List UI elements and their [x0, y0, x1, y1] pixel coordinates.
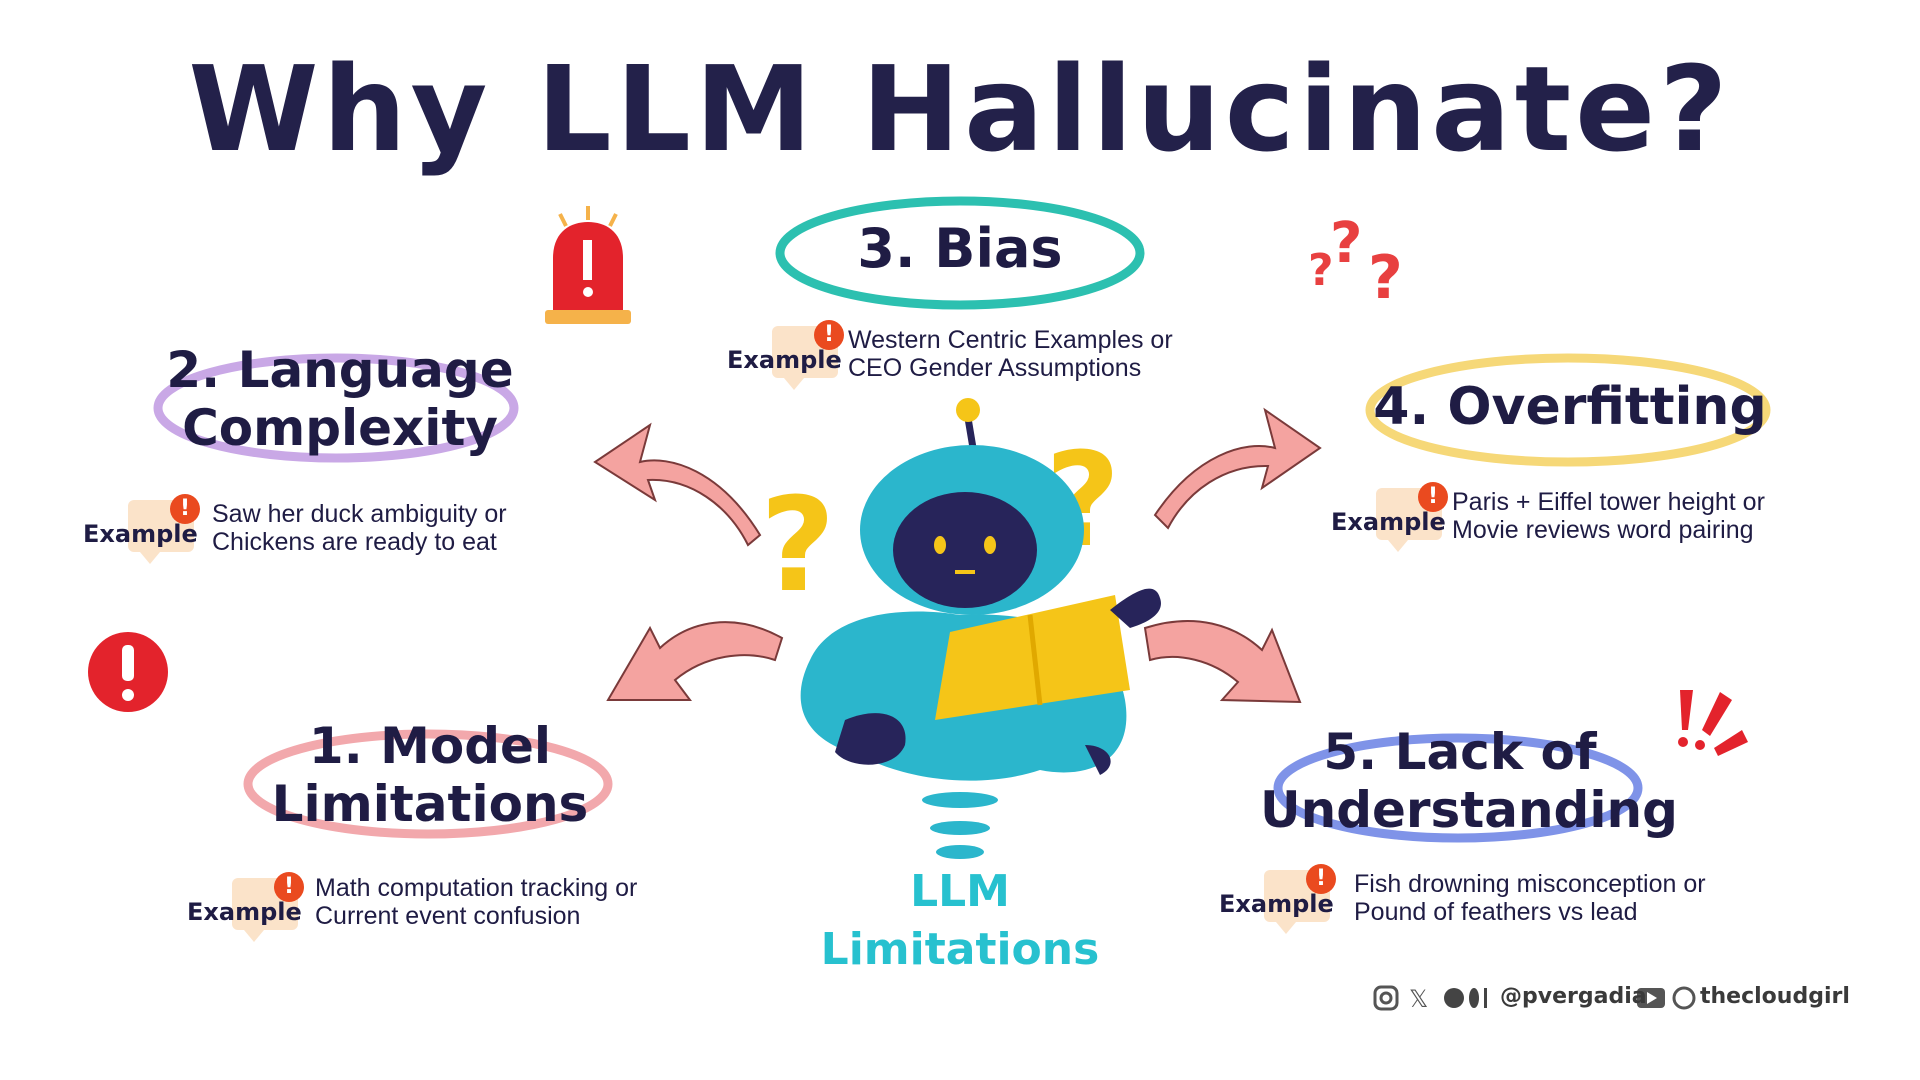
footer-brand: thecloudgirl: [1700, 984, 1850, 1009]
ring-bias: [775, 196, 1145, 310]
alert-icon: !: [274, 872, 304, 902]
heading-overfitting: 4. Overfitting: [1370, 377, 1770, 438]
alert-icon: !: [814, 320, 844, 350]
heading-line: 1. Model: [308, 717, 552, 775]
speech-bubble-tail: [244, 930, 264, 942]
example-line: Chickens are ready to eat: [212, 528, 497, 556]
example-line: Pound of feathers vs lead: [1354, 898, 1638, 926]
example-line: Current event confusion: [315, 902, 581, 930]
speech-bubble-tail: [784, 378, 804, 390]
ring-overfitting: [1365, 353, 1771, 467]
heading-line: Understanding: [1260, 780, 1678, 839]
center-label-line2: Limitations: [820, 924, 1100, 975]
example-text-overfitting: Paris + Eiffel tower height or Movie rev…: [1452, 488, 1765, 544]
heading-bias: 3. Bias: [780, 217, 1140, 280]
example-line: Fish drowning misconception or: [1354, 870, 1706, 898]
example-line: Math computation tracking or: [315, 874, 638, 902]
example-line: Paris + Eiffel tower height or: [1452, 488, 1765, 516]
heading-line: Limitations: [271, 774, 589, 833]
speech-bubble-tail: [1276, 922, 1296, 934]
alert-icon: !: [1306, 864, 1336, 894]
example-label: Example: [727, 346, 842, 374]
alert-icon: !: [1418, 482, 1448, 512]
heading-line: Complexity: [182, 398, 498, 457]
arrow-upper-right: [1153, 407, 1322, 530]
speech-bubble-tail: [1388, 540, 1408, 552]
red-question-marks-icon: ?: [1368, 243, 1403, 313]
heading-line: 3. Bias: [857, 217, 1063, 280]
example-text-language-complexity: Saw her duck ambiguity or Chickens are r…: [212, 500, 507, 556]
ring-lack-of-understanding: [1273, 733, 1643, 843]
footer-handle: @pvergadia: [1500, 984, 1647, 1009]
red-question-marks-icon: ?: [1330, 211, 1362, 276]
robot-illustration: [800, 398, 1161, 859]
example-text-lack-of-understanding: Fish drowning misconception or Pound of …: [1354, 870, 1706, 926]
heading-line: 5. Lack of: [1323, 723, 1597, 781]
example-line: Movie reviews word pairing: [1452, 516, 1754, 544]
example-text-bias: Western Centric Examples or CEO Gender A…: [848, 326, 1173, 382]
question-mark-icon: ?: [760, 469, 835, 621]
heading-model-limitations: 1. Model Limitations: [250, 717, 610, 833]
heading-line: 2. Language: [166, 341, 514, 399]
x-icon: 𝕏: [1409, 985, 1428, 1013]
example-text-model-limitations: Math computation tracking or Current eve…: [315, 874, 637, 930]
example-label: Example: [1331, 508, 1446, 536]
example-label: Example: [187, 898, 302, 926]
red-question-marks-icon: ?: [1308, 245, 1334, 296]
page-title: Why LLM Hallucinate?: [188, 40, 1732, 178]
exclamation-burst-icon: [1678, 690, 1748, 756]
example-line: Western Centric Examples or: [848, 326, 1173, 354]
medium-icon: [1444, 988, 1464, 1008]
example-line: Saw her duck ambiguity or: [212, 500, 507, 528]
example-label: Example: [1219, 890, 1334, 918]
globe-icon: [1672, 986, 1696, 1010]
alert-icon: !: [170, 494, 200, 524]
heading-lack-of-understanding: 5. Lack of Understanding: [1260, 723, 1678, 839]
footer-icons: 𝕏: [1373, 985, 1696, 1013]
center-label-line1: LLM: [910, 866, 1010, 917]
arrow-lower-right: [1143, 620, 1302, 704]
example-label: Example: [83, 520, 198, 548]
heading-line: 4. Overfitting: [1373, 377, 1767, 437]
ring-language-complexity: [153, 353, 519, 463]
siren-icon: [545, 206, 631, 324]
arrow-lower-left: [606, 621, 784, 701]
speech-bubble-tail: [140, 552, 160, 564]
warning-circle-icon: [88, 632, 168, 712]
heading-language-complexity: 2. Language Complexity: [160, 341, 520, 457]
instagram-icon: [1373, 985, 1399, 1011]
ring-model-limitations: [243, 729, 613, 839]
example-line: CEO Gender Assumptions: [848, 354, 1142, 382]
arrow-upper-left: [593, 422, 762, 547]
